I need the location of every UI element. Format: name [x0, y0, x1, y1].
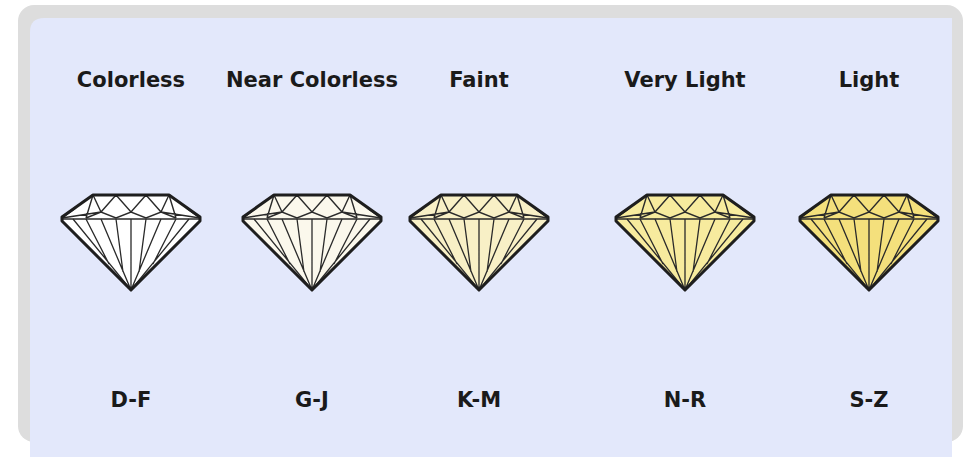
diamond-light	[800, 195, 938, 290]
grade-range-box: S-Z	[794, 380, 944, 420]
color-category-box: Light	[784, 38, 954, 122]
grade-range-box: N-R	[610, 380, 760, 420]
color-category: Faint	[449, 63, 508, 98]
grade-range: N-R	[664, 386, 706, 414]
diamond-faint	[410, 195, 548, 290]
grade-range: S-Z	[849, 386, 888, 414]
color-category: Colorless	[77, 63, 185, 98]
grade-range: G-J	[295, 386, 329, 414]
color-category-box: Faint	[394, 38, 564, 122]
color-category-box: Near Colorless	[223, 38, 401, 122]
grade-range: K-M	[457, 386, 501, 414]
color-category-box: Colorless	[46, 38, 216, 122]
grade-range-box: D-F	[56, 380, 206, 420]
grade-range: D-F	[111, 386, 152, 414]
diamond-near-colorless	[243, 195, 381, 290]
panel	[30, 18, 952, 457]
color-category-box: Very Light	[600, 38, 770, 122]
diamond-very-light	[616, 195, 754, 290]
color-category: Very Light	[624, 63, 745, 98]
grade-range-box: G-J	[237, 380, 387, 420]
diamond-colorless	[62, 195, 200, 290]
color-category: Light	[839, 63, 900, 98]
grade-range-box: K-M	[404, 380, 554, 420]
color-category: Near Colorless	[226, 63, 398, 98]
